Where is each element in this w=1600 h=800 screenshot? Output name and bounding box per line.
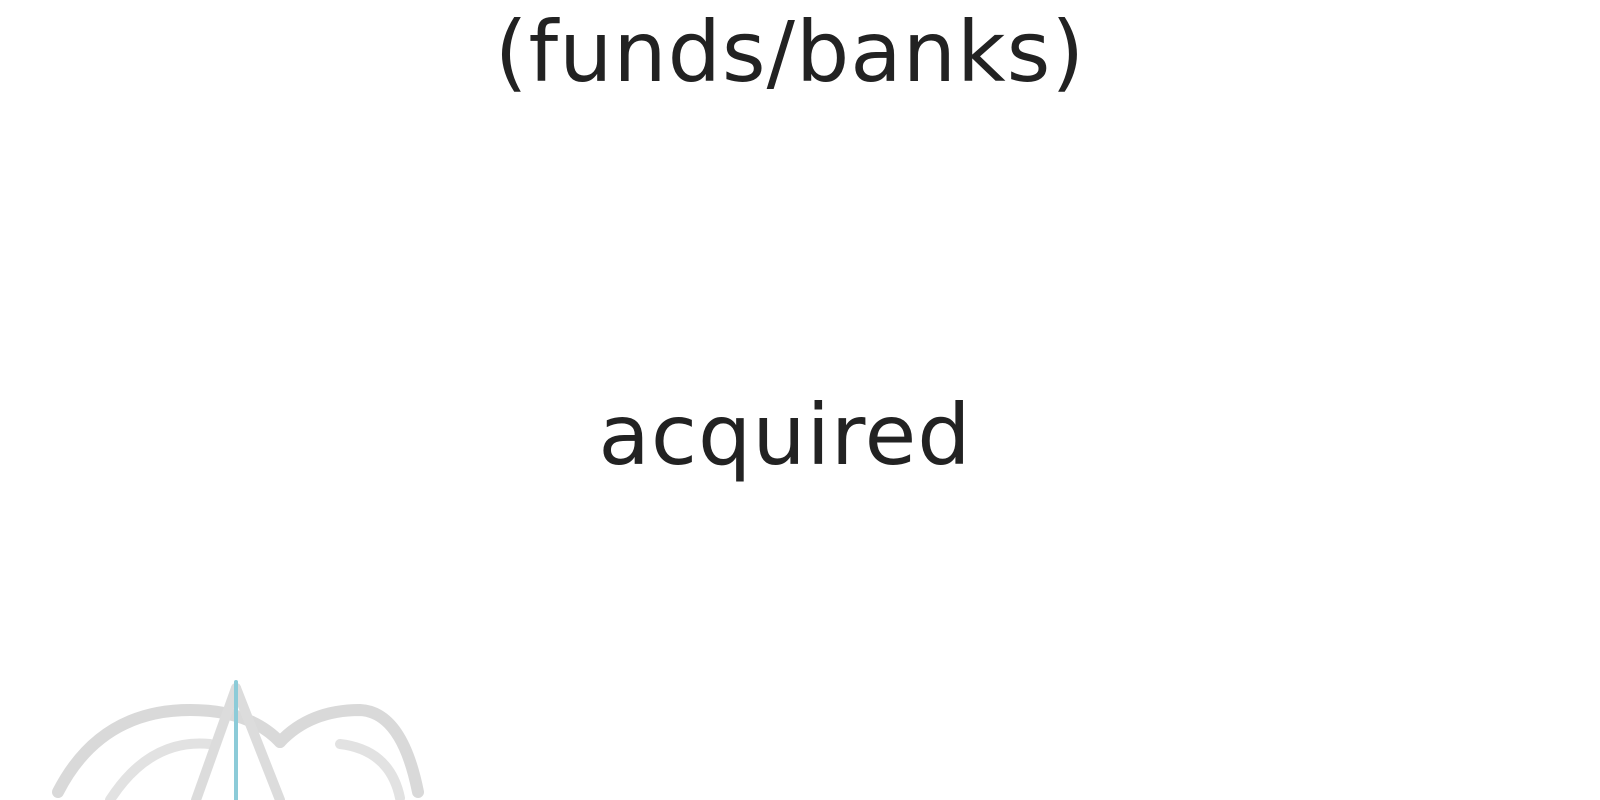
inner-left-arc xyxy=(105,738,215,800)
label-funds-banks: (funds/banks) xyxy=(494,3,1086,101)
right-diagonal xyxy=(231,683,285,800)
label-acquired: acquired xyxy=(598,386,972,484)
left-diagonal xyxy=(191,683,241,800)
outer-left-arc xyxy=(52,703,286,798)
inner-right-arc xyxy=(335,739,405,800)
arc-globe-decoration-icon xyxy=(52,680,424,800)
outer-right-arc xyxy=(274,703,424,798)
